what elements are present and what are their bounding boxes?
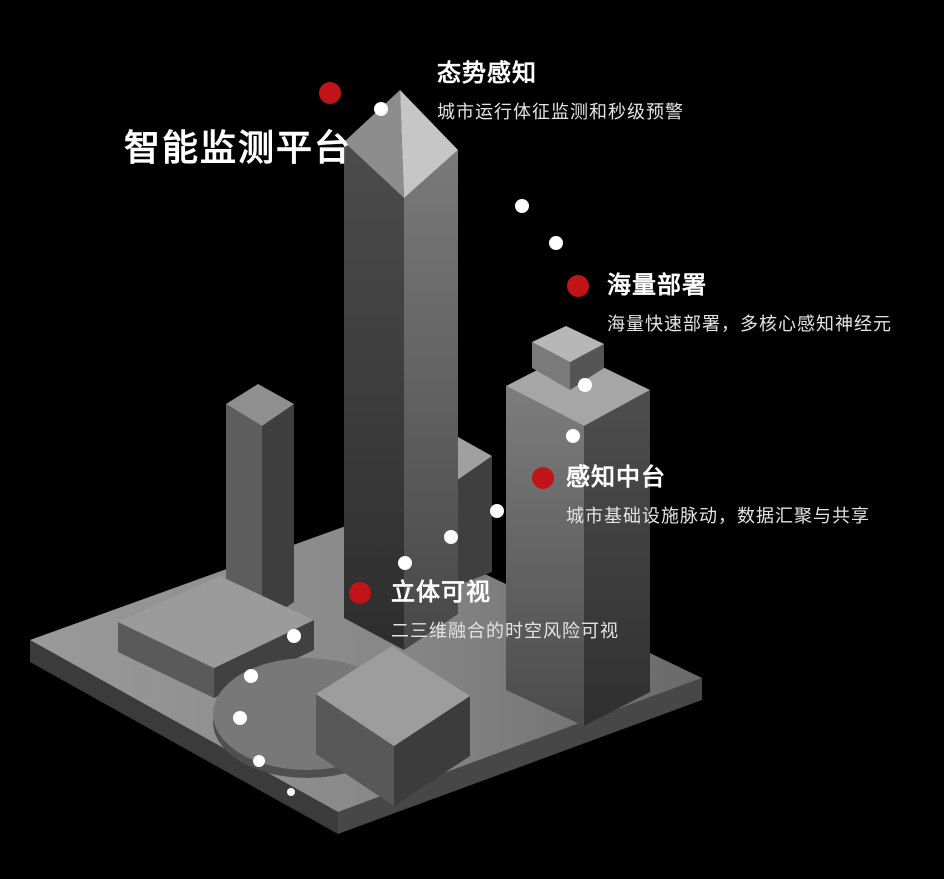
trail-dot — [515, 199, 529, 213]
trail-dot — [578, 378, 592, 392]
callout-mass-deployment: 海量部署 海量快速部署，多核心感知神经元 — [607, 272, 892, 335]
trail-dot — [490, 504, 504, 518]
marker-dot-mass-deployment — [567, 275, 589, 297]
penthouse-right-face — [570, 344, 604, 390]
page-title: 智能监测平台 — [124, 127, 353, 168]
callout-label: 态势感知 — [437, 60, 537, 87]
top-face — [316, 646, 470, 746]
right-face — [262, 404, 294, 624]
left-face — [344, 142, 404, 650]
trail-dot — [398, 556, 412, 570]
callout-stereo-visualization: 立体可视 二三维融合的时空风险可视 — [391, 579, 619, 642]
trail-dot — [287, 788, 295, 796]
marker-dot-stereo-visualization — [349, 582, 371, 604]
platform-left-side — [30, 640, 338, 834]
callout-description: 城市运行体征监测和秒级预警 — [437, 101, 684, 122]
building-thin-tower — [226, 384, 294, 624]
left-face — [118, 622, 214, 698]
trail-dot — [233, 711, 247, 725]
trail-dot — [444, 530, 458, 544]
building-front-block — [316, 646, 470, 806]
left-face — [506, 386, 584, 726]
callout-description: 城市基础设施脉动，数据汇聚与共享 — [566, 505, 870, 526]
marker-dot-perception-middle-platform — [532, 467, 554, 489]
trail-dot — [287, 629, 301, 643]
penthouse-top-face — [532, 326, 604, 362]
trail-dot — [549, 236, 563, 250]
callout-perception-middle-platform: 感知中台 城市基础设施脉动，数据汇聚与共享 — [566, 464, 870, 527]
callout-situational-awareness: 态势感知 城市运行体征监测和秒级预警 — [437, 60, 684, 123]
marker-dot-situational-awareness — [319, 82, 341, 104]
roof-right-slope — [400, 90, 458, 198]
building-main-tower — [344, 90, 458, 650]
callout-label: 立体可视 — [391, 579, 491, 606]
top-face — [226, 384, 294, 426]
callout-description: 海量快速部署，多核心感知神经元 — [607, 313, 892, 334]
building-right-tower — [506, 326, 650, 726]
trail-dot — [253, 755, 265, 767]
trail-dot — [244, 669, 258, 683]
roof-left-slope — [344, 90, 404, 198]
dotted-trail — [233, 102, 592, 796]
left-face — [226, 404, 262, 624]
left-face — [316, 694, 394, 806]
penthouse-left-face — [532, 342, 570, 390]
callout-label: 感知中台 — [566, 464, 666, 491]
right-face — [394, 696, 470, 806]
callout-label: 海量部署 — [607, 272, 707, 299]
trail-dot — [374, 102, 388, 116]
right-face — [584, 390, 650, 726]
right-face — [404, 150, 458, 650]
trail-dot — [566, 429, 580, 443]
top-face — [118, 576, 314, 668]
callout-description: 二三维融合的时空风险可视 — [391, 620, 619, 641]
platform-right-side — [338, 678, 702, 834]
